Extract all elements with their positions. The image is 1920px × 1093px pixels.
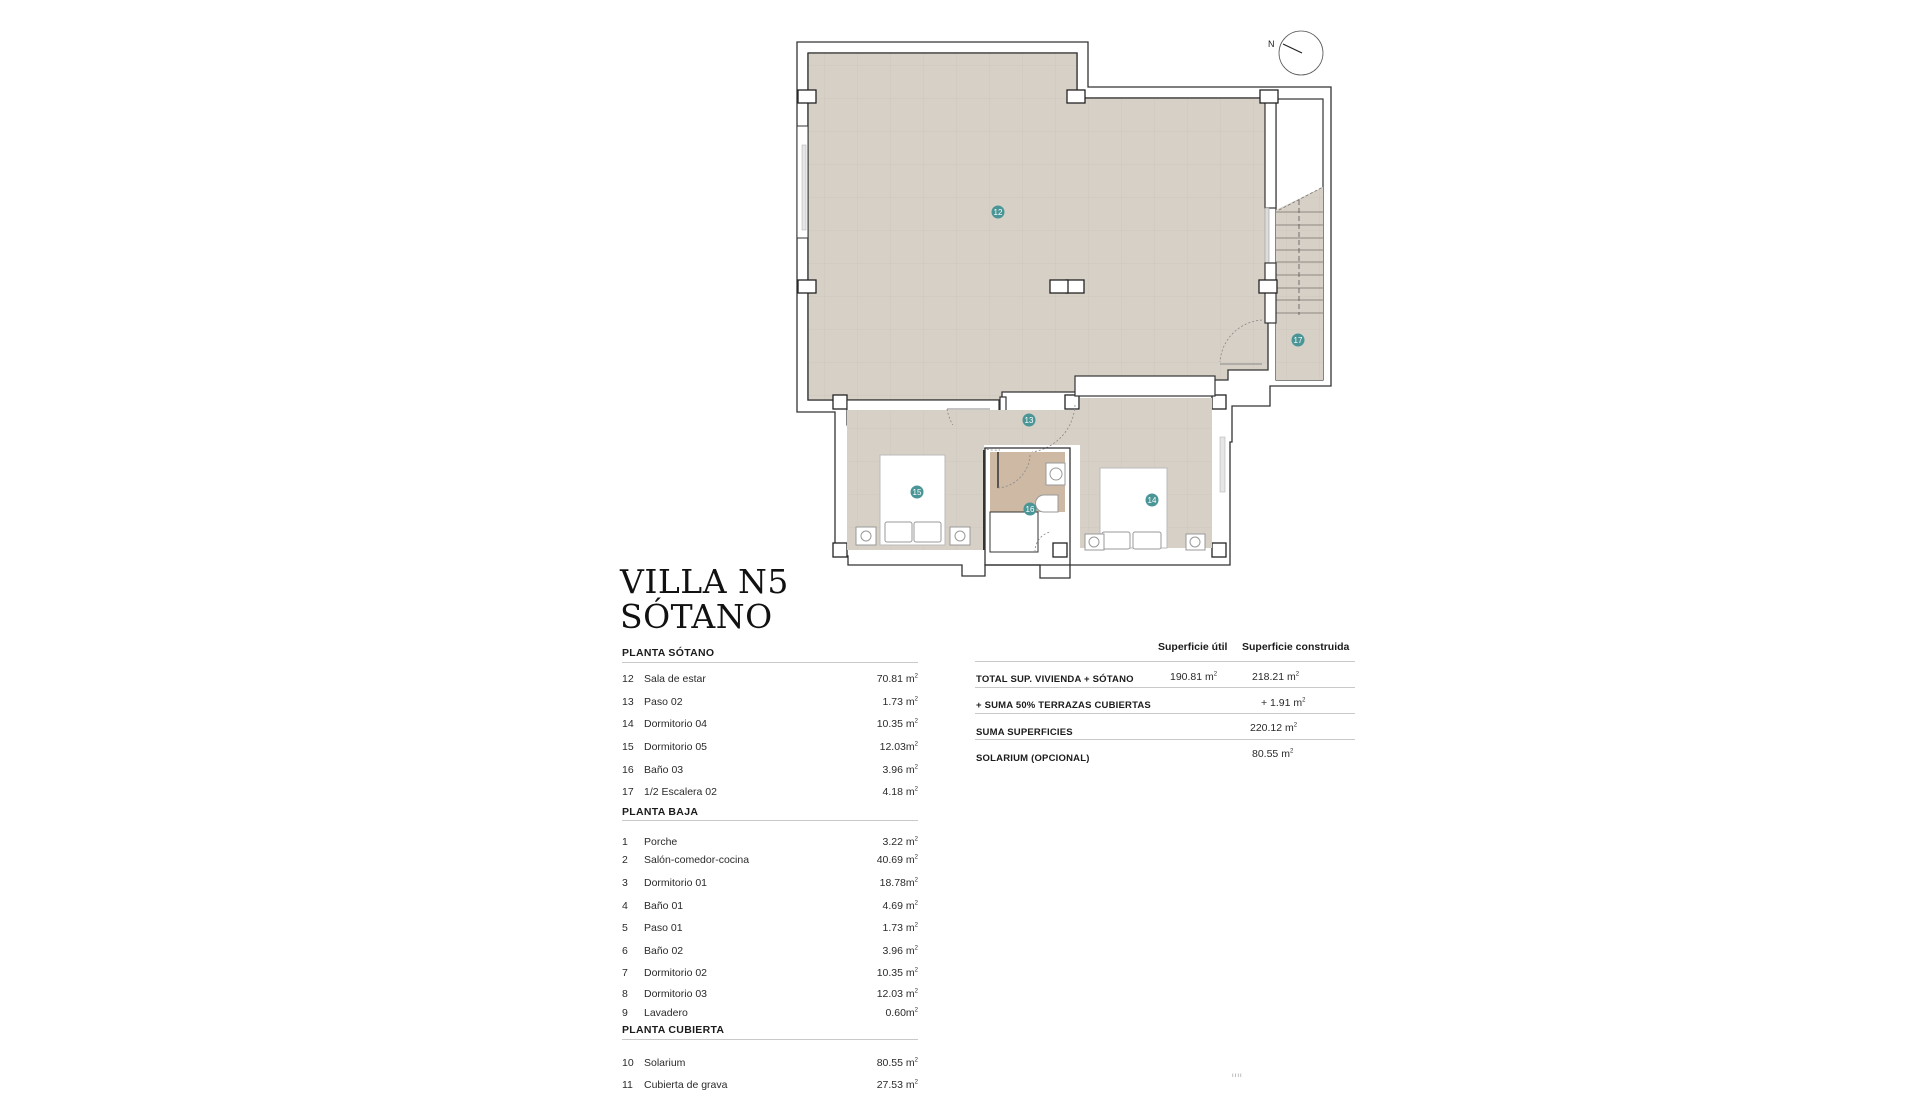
title-villa: VILLA N5 [620,562,789,601]
floor-plan: N [796,30,1332,579]
summary-construida-value: 80.55 m2 [1252,748,1294,760]
column-header-construida: Superficie construida [1242,641,1350,653]
marker-12: 12 [994,208,1003,217]
north-compass-icon [1278,30,1324,76]
summary-construida-value: 220.12 m2 [1250,722,1298,734]
section-title: PLANTA SÓTANO [622,647,715,659]
divider [975,713,1355,714]
divider [622,1039,918,1040]
room-dormitorio-04 [1080,398,1226,551]
marker-17: 17 [1294,336,1303,345]
room-sala-de-estar [807,52,1269,401]
scale-marks: ıııı [1232,1073,1243,1079]
section-title: PLANTA CUBIERTA [622,1024,725,1036]
room-bano-03 [984,447,1071,566]
stair-area [1219,95,1324,381]
marker-13: 13 [1025,416,1034,425]
summary-construida-value: + 1.91 m2 [1261,697,1306,709]
divider [975,661,1355,662]
section-title: PLANTA BAJA [622,806,699,818]
column-header-util: Superficie útil [1158,641,1228,653]
divider [622,820,918,821]
divider [975,687,1355,688]
marker-16: 16 [1026,505,1035,514]
summary-label: + SUMA 50% TERRAZAS CUBIERTAS [976,700,1151,711]
marker-14: 14 [1148,496,1157,505]
summary-label: SOLARIUM (OPCIONAL) [976,753,1090,764]
compass-label: N [1268,39,1275,49]
columns [797,89,1279,558]
title-floor: SÓTANO [620,597,773,636]
divider [622,662,918,663]
divider [975,739,1355,740]
marker-15: 15 [913,488,922,497]
room-markers: 12 13 14 15 16 17 [910,205,1305,516]
summary-label: SUMA SUPERFICIES [976,727,1073,738]
summary-construida-value: 218.21 m2 [1252,671,1300,683]
summary-label: TOTAL SUP. VIVIENDA + SÓTANO [976,674,1134,685]
summary-util-value: 190.81 m2 [1170,671,1218,683]
